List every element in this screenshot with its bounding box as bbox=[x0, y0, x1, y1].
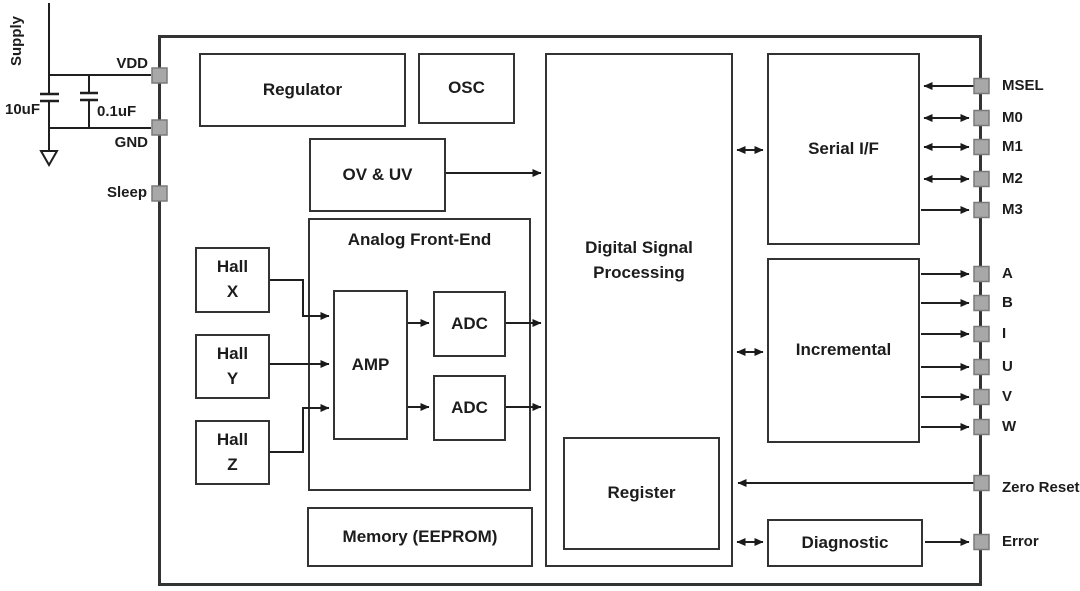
hall-z-label: Hall Z bbox=[216, 429, 249, 474]
dsp-label: Digital Signal Processing bbox=[585, 238, 693, 282]
capacitor-10uf-symbol bbox=[40, 92, 59, 103]
register-label: Register bbox=[607, 483, 676, 503]
pin-label-b: B bbox=[1002, 294, 1013, 311]
pin-label-m1: M1 bbox=[1002, 138, 1023, 155]
pin-label-u: U bbox=[1002, 358, 1013, 375]
cap-0p1uf-label: 0.1uF bbox=[97, 103, 137, 120]
diagnostic-block: Diagnostic bbox=[767, 519, 923, 567]
pin-label-m3: M3 bbox=[1002, 201, 1023, 218]
hall-y-block: Hall Y bbox=[195, 334, 270, 399]
ground-symbol bbox=[39, 150, 59, 168]
regulator-block: Regulator bbox=[199, 53, 406, 127]
pin-label-msel: MSEL bbox=[1002, 77, 1044, 94]
pin-label-gnd: GND bbox=[114, 134, 148, 151]
pin-label-m2: M2 bbox=[1002, 170, 1023, 187]
pin-label-sleep: Sleep bbox=[106, 184, 147, 201]
incremental-block: Incremental bbox=[767, 258, 920, 443]
ov-uv-label: OV & UV bbox=[342, 164, 413, 184]
adc1-label: ADC bbox=[451, 313, 488, 333]
hall-z-block: Hall Z bbox=[195, 420, 270, 485]
memory-block: Memory (EEPROM) bbox=[307, 507, 533, 567]
regulator-label: Regulator bbox=[262, 79, 343, 99]
pin-label-a: A bbox=[1002, 265, 1013, 282]
cap-10uf-label: 10uF bbox=[4, 101, 40, 118]
pin-label-i: I bbox=[1002, 325, 1007, 342]
incremental-label: Incremental bbox=[795, 340, 892, 360]
amp-label: AMP bbox=[351, 354, 390, 374]
amp-block: AMP bbox=[333, 290, 408, 440]
osc-label: OSC bbox=[448, 78, 485, 98]
analog-front-end-label: Analog Front-End bbox=[347, 230, 492, 249]
hall-y-label: Hall Y bbox=[216, 343, 249, 388]
memory-label: Memory (EEPROM) bbox=[342, 526, 498, 546]
pin-label-vdd: VDD bbox=[116, 55, 148, 72]
hall-x-label: Hall X bbox=[216, 257, 249, 301]
hall-x-block: Hall X bbox=[195, 247, 270, 313]
pin-label-zero-reset: Zero Reset bbox=[1002, 479, 1080, 496]
serial-if-label: Serial I/F bbox=[808, 138, 879, 158]
adc2-label: ADC bbox=[451, 397, 488, 417]
pin-label-w: W bbox=[1002, 418, 1017, 435]
adc2-block: ADC bbox=[433, 375, 506, 441]
pin-label-v: V bbox=[1002, 388, 1013, 405]
adc1-block: ADC bbox=[433, 291, 506, 357]
pin-label-error: Error bbox=[1002, 533, 1039, 550]
capacitor-0p1uf-symbol bbox=[80, 91, 98, 102]
serial-if-block: Serial I/F bbox=[767, 53, 920, 245]
ov-uv-block: OV & UV bbox=[309, 138, 446, 212]
supply-label: Supply bbox=[8, 16, 25, 67]
osc-block: OSC bbox=[418, 53, 515, 124]
register-block: Register bbox=[563, 437, 720, 550]
diagnostic-label: Diagnostic bbox=[801, 532, 889, 552]
pin-label-m0: M0 bbox=[1002, 109, 1023, 126]
